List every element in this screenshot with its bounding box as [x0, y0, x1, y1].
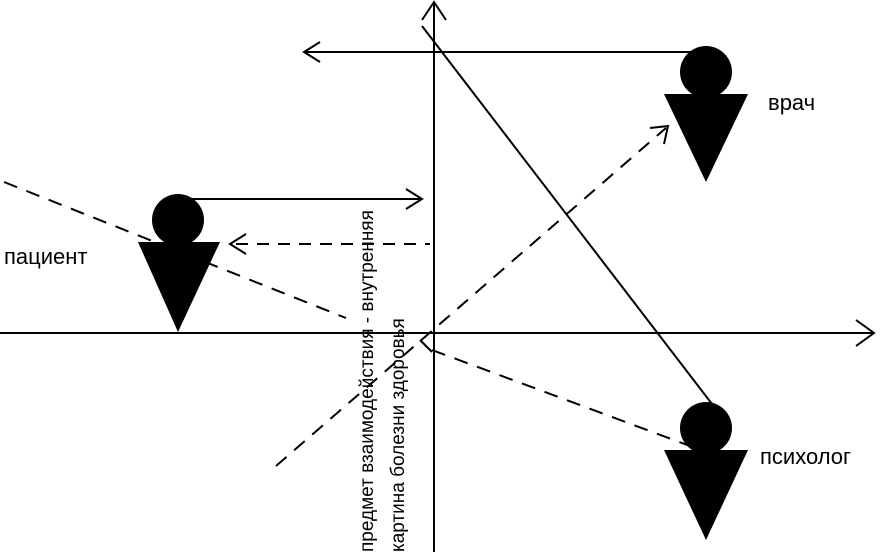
patient-arrow-head [405, 188, 424, 210]
dashed-line-to-psychologist [431, 349, 691, 447]
doctor-arrow-head [302, 41, 321, 63]
patient-figure [138, 194, 220, 332]
axis-caption-line2: картина болезни здоровья [388, 318, 409, 552]
psychologist-label: психолог [760, 444, 852, 469]
psychologist-figure [664, 402, 748, 540]
doctor-label: врач [768, 90, 816, 115]
doctor-body [664, 94, 748, 182]
doctor-figure [664, 46, 748, 182]
dashed-doctor-arrow-head [649, 124, 670, 145]
psychologist-head [680, 402, 732, 454]
patient-head [152, 194, 204, 246]
patient-dashed-arrow-head [228, 233, 247, 255]
dashed-line-patient-side [3, 181, 347, 319]
axis-caption-line1: предмет взаимодействия - внутренняя [357, 210, 378, 552]
vertical-axis-arrowhead [421, 0, 447, 21]
patient-label: пациент [4, 244, 88, 269]
origin-mark [419, 339, 433, 353]
patient-body [138, 242, 220, 332]
horizontal-axis-arrowhead [855, 319, 876, 347]
doctor-head [680, 46, 732, 98]
psychologist-body [664, 450, 748, 540]
dashed-line-to-doctor [275, 127, 667, 467]
